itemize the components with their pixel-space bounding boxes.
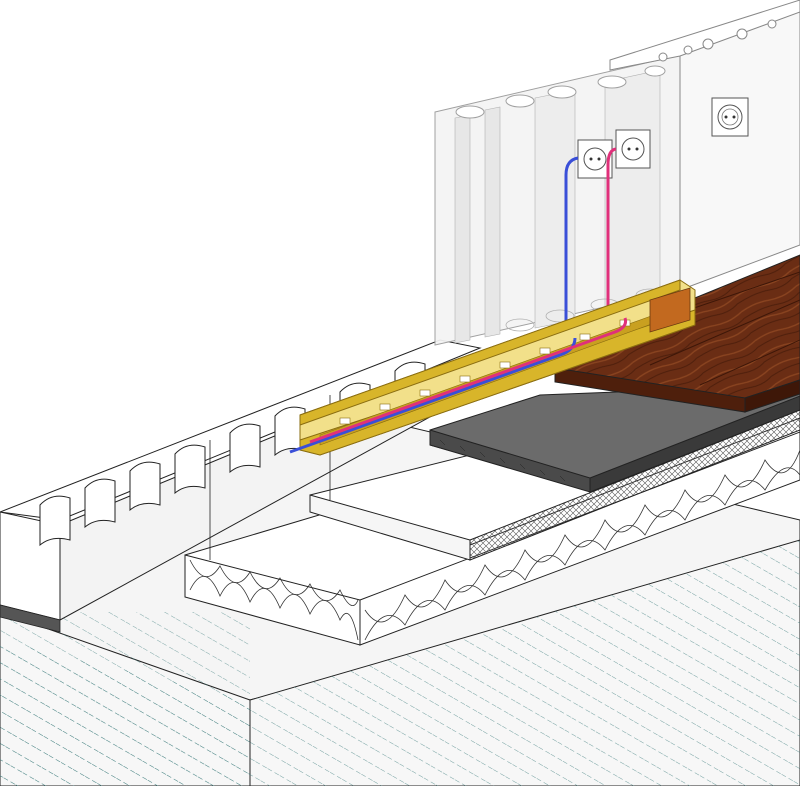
upper-wall	[609, 0, 800, 291]
blue-cable	[564, 156, 579, 340]
red-cable	[606, 147, 617, 330]
double-socket	[577, 139, 613, 179]
socket-right	[615, 129, 651, 169]
screed-layer	[429, 384, 800, 493]
red-cable-duct	[309, 317, 627, 444]
socket-upper-wall	[711, 97, 749, 137]
